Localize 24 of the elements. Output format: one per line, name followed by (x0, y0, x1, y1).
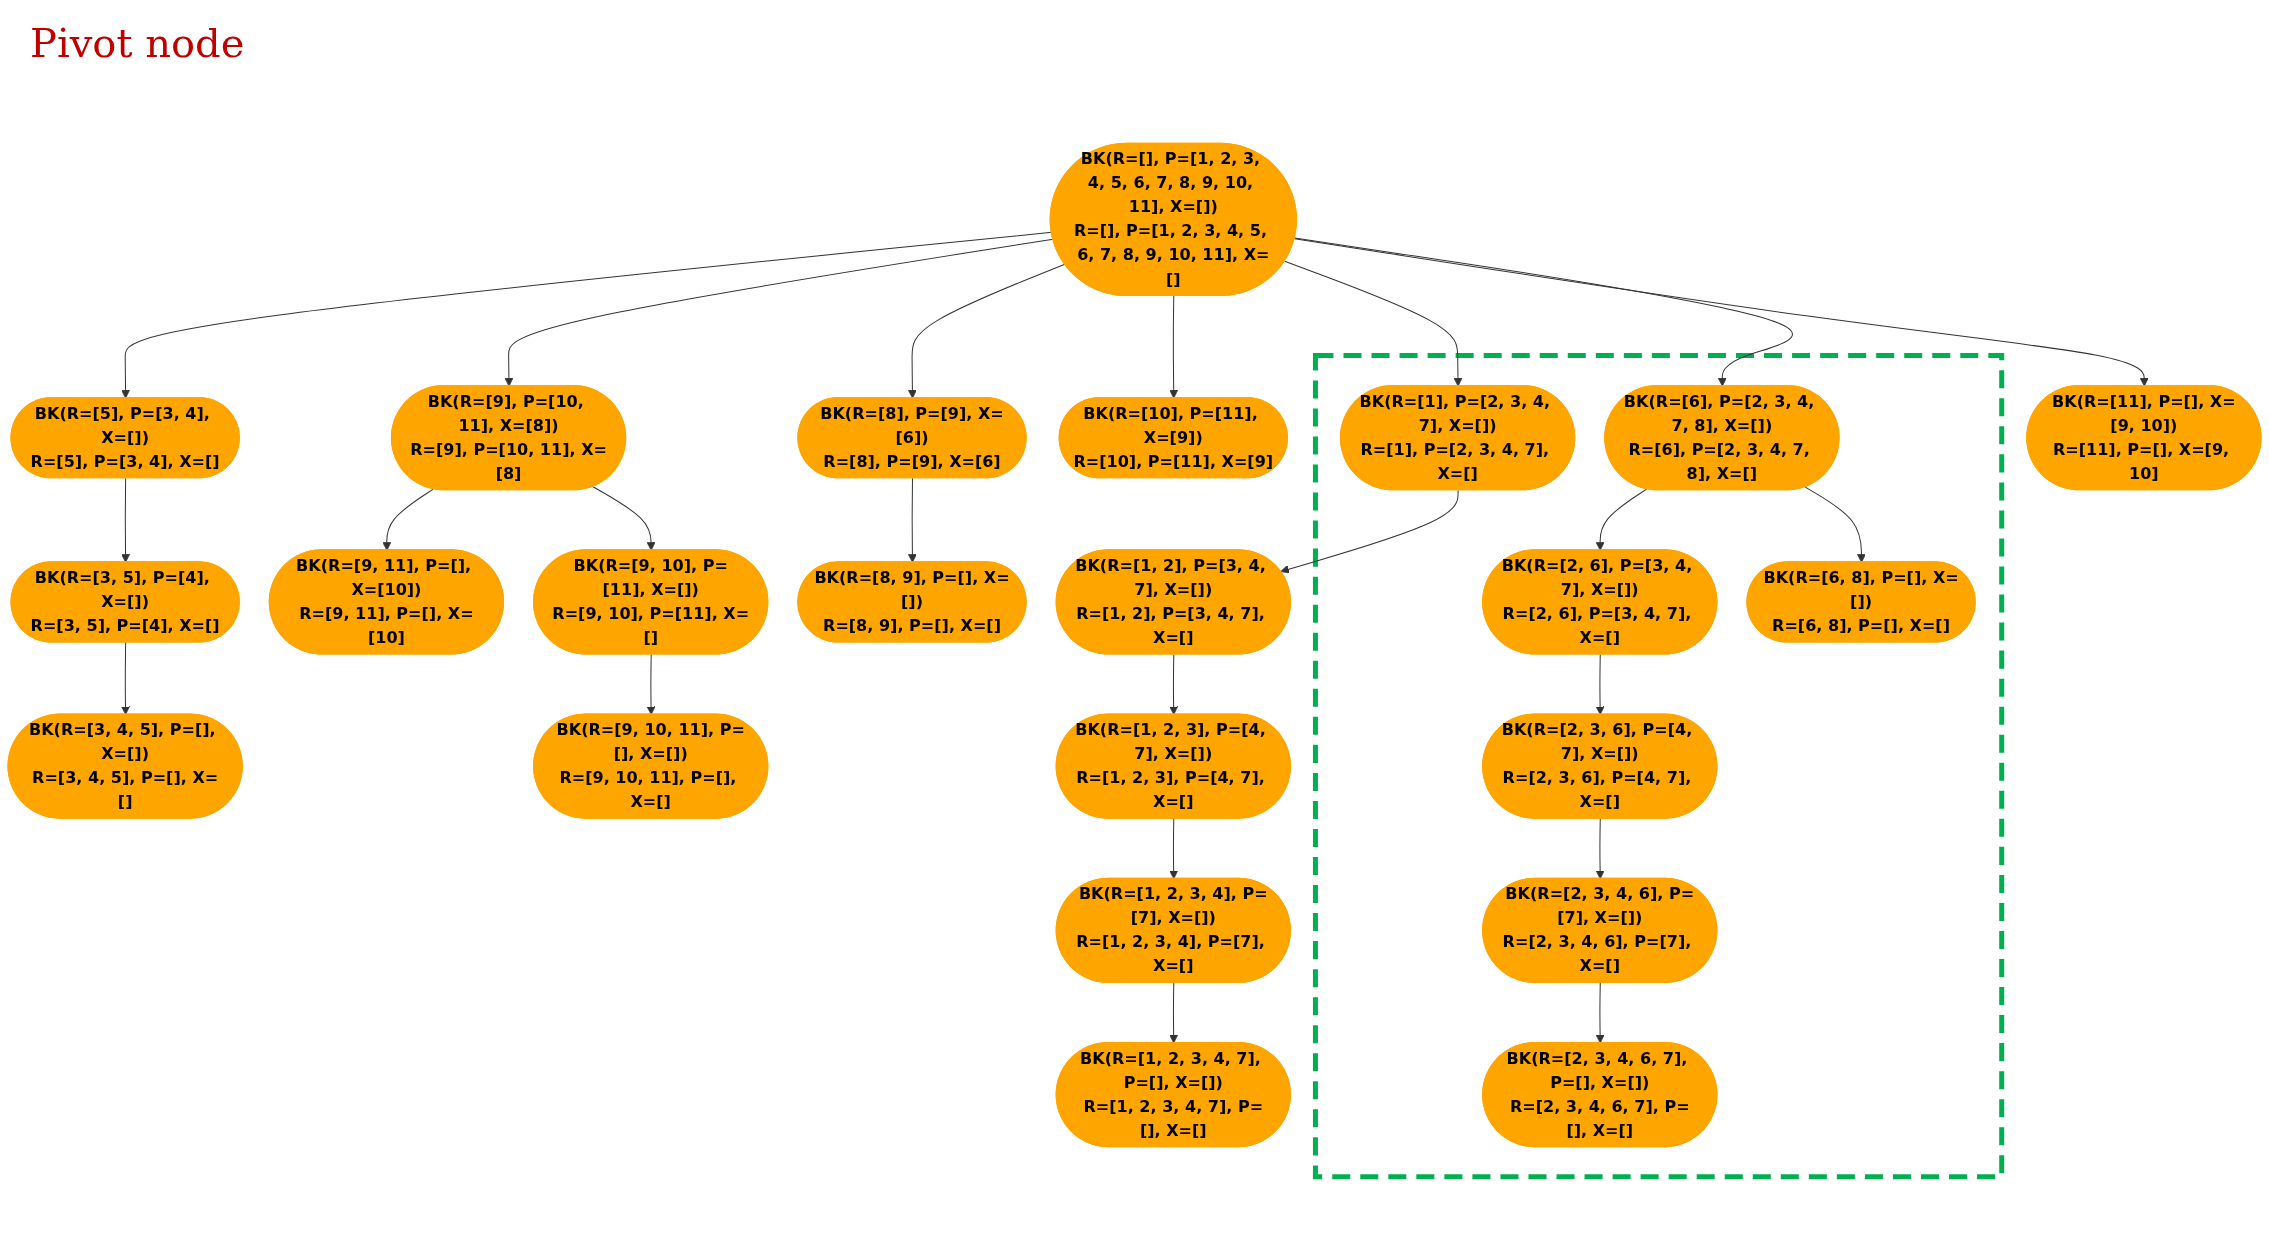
arrow (1804, 486, 1866, 563)
arrow (504, 238, 1054, 387)
arrow (1595, 982, 1605, 1044)
annotation-text: Pivot node (30, 20, 245, 66)
arrow (1169, 295, 1179, 399)
arrow (1169, 818, 1179, 880)
arrow (908, 477, 917, 563)
cluster (1312, 353, 2005, 1180)
arrow (1294, 238, 2149, 387)
arrow (121, 642, 130, 715)
arrow (1169, 982, 1179, 1044)
arrow (592, 486, 656, 551)
arrow (121, 231, 1053, 399)
arrow (1169, 654, 1179, 715)
arrow (1294, 237, 1793, 387)
arrow (1595, 488, 1648, 551)
arrow (908, 263, 1066, 399)
arrow (1595, 654, 1605, 715)
arrow (646, 654, 656, 715)
arrow (1595, 818, 1605, 880)
arrow (1280, 489, 1459, 574)
arrow (1284, 260, 1463, 387)
arrow (382, 488, 434, 551)
arrow (121, 477, 130, 563)
